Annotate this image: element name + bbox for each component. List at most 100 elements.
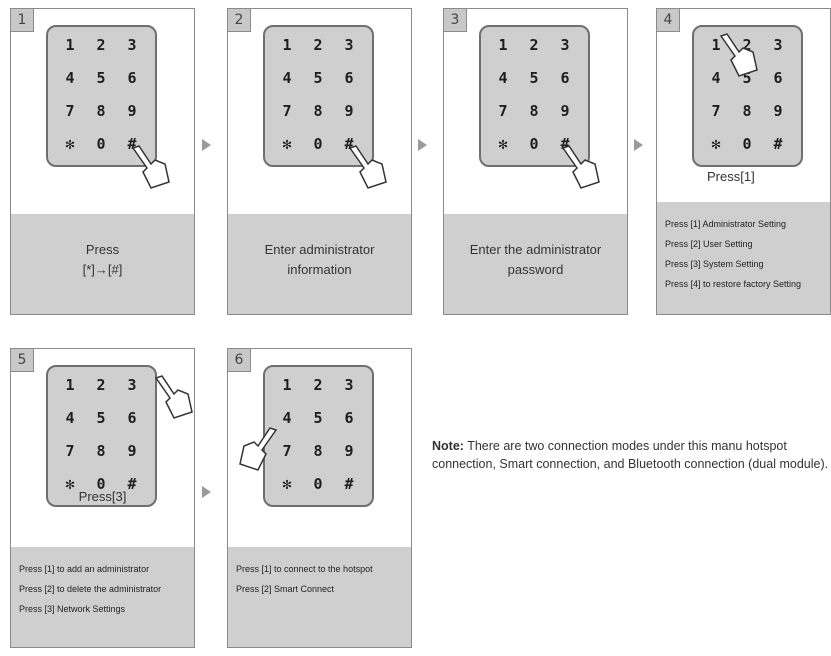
instruction-box: Enter the administrator password [444,214,627,314]
keypad-key: 4 [65,409,75,427]
keypad-key: 6 [773,69,783,87]
keypad-key: ✻ [65,475,75,493]
keypad-key: 3 [773,36,783,54]
pointing-hand-icon [131,145,170,189]
keypad-key: 0 [529,135,539,153]
press-caption: Press[1] [707,169,755,184]
list-item: Press [1] to add an administrator [19,564,150,574]
keypad-key: 8 [96,442,106,460]
keypad-key: 0 [96,475,106,493]
keypad-key: 9 [344,442,354,460]
keypad-key: 1 [282,376,292,394]
instruction-box: Press [1] to connect to the hotspot Pres… [228,547,411,647]
note-text: Note: There are two connection modes und… [432,437,831,473]
step-number: 3 [444,9,467,32]
instruction-box: Enter administrator information [228,214,411,314]
keypad-key: 3 [127,36,137,54]
list-item: Press [3] Network Settings [19,604,126,614]
instruction-line: information [287,262,352,277]
keypad-key: 1 [65,376,75,394]
arrow-right-icon [418,139,427,151]
step-number: 1 [11,9,34,32]
step-number: 5 [11,349,34,372]
instruction-line: Press [85,242,120,257]
keypad-key: 2 [529,36,539,54]
keypad-key: 7 [282,102,292,120]
instruction-line: password [507,262,564,277]
keypad-key: 5 [529,69,539,87]
note-body: There are two connection modes under thi… [432,439,829,471]
instruction-line: Enter administrator [264,242,375,257]
keypad-key: # [773,135,783,153]
keypad-key: ✻ [65,135,75,153]
keypad-key: 4 [711,69,721,87]
pointing-hand-icon [348,145,387,189]
keypad-key: 9 [127,102,137,120]
keypad-key: 5 [96,69,106,87]
list-item: Press [2] User Setting [665,239,753,249]
keypad-key: 1 [282,36,292,54]
keypad-key: 9 [773,102,783,120]
keypad-key: ✻ [282,135,292,153]
keypad-key: 8 [529,102,539,120]
keypad-key: 7 [498,102,508,120]
step-number: 2 [228,9,251,32]
keypad-key: 0 [313,475,323,493]
keypad-key: 9 [560,102,570,120]
list-item: Press [2] Smart Connect [236,584,335,594]
instruction-line: [*]→[#] [82,262,123,277]
keypad-key: 7 [65,102,75,120]
keypad-key: 7 [65,442,75,460]
keypad-key: 8 [313,442,323,460]
keypad-key: 5 [313,409,323,427]
keypad-key: 4 [282,409,292,427]
keypad-key: 2 [742,36,752,54]
keypad-key: 1 [65,36,75,54]
keypad-key: ✻ [711,135,721,153]
keypad-key: 3 [560,36,570,54]
keypad-key: 9 [344,102,354,120]
keypad-key: # [560,135,570,153]
arrow-right-icon [202,139,211,151]
keypad-key: # [344,475,354,493]
keypad-key: 4 [498,69,508,87]
keypad-key: 8 [313,102,323,120]
keypad-key: 2 [96,36,106,54]
arrow-right-icon [202,486,211,498]
keypad-key: 8 [96,102,106,120]
keypad-key: 0 [313,135,323,153]
keypad-key: 3 [127,376,137,394]
keypad-key: 4 [65,69,75,87]
keypad-key: # [344,135,354,153]
keypad-key: 5 [742,69,752,87]
keypad-key: 2 [96,376,106,394]
keypad-key: 5 [313,69,323,87]
instruction-line: Enter the administrator [469,242,602,257]
keypad-key: 4 [282,69,292,87]
list-item: Press [1] to connect to the hotspot [236,564,373,574]
pointing-hand-icon [561,145,600,189]
keypad-key: 5 [96,409,106,427]
list-item: Press [1] Administrator Setting [665,219,787,229]
keypad-key: 2 [313,376,323,394]
keypad-key: ✻ [282,475,292,493]
keypad-key: 0 [742,135,752,153]
keypad-key: 1 [498,36,508,54]
list-item: Press [4] to restore factory Setting [665,279,802,289]
keypad-key: 3 [344,376,354,394]
list-item: Press [2] to delete the administrator [19,584,162,594]
keypad-key: # [127,135,137,153]
instruction-box: Press [1] Administrator Setting Press [2… [657,202,830,314]
instruction-box: Press [*]→[#] [11,214,194,314]
pointing-hand-icon [719,33,758,77]
keypad-key: ✻ [498,135,508,153]
